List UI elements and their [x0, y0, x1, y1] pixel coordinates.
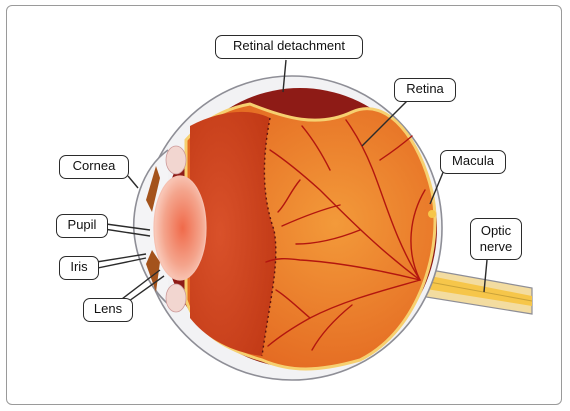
label-retinal-detachment: Retinal detachment	[215, 35, 363, 59]
label-cornea: Cornea	[59, 155, 129, 179]
label-pupil: Pupil	[56, 214, 108, 238]
label-optic-nerve-line2: nerve	[477, 239, 515, 255]
lens	[154, 176, 206, 280]
label-optic-nerve: Optic nerve	[470, 218, 522, 260]
label-macula: Macula	[440, 150, 506, 174]
optic-nerve	[420, 268, 532, 314]
label-iris: Iris	[59, 256, 99, 280]
label-lens: Lens	[83, 298, 133, 322]
ciliary-lower	[166, 284, 186, 312]
macula-spot	[428, 210, 436, 218]
ciliary-upper	[166, 146, 186, 174]
label-optic-nerve-line1: Optic	[477, 223, 515, 239]
label-retina: Retina	[394, 78, 456, 102]
